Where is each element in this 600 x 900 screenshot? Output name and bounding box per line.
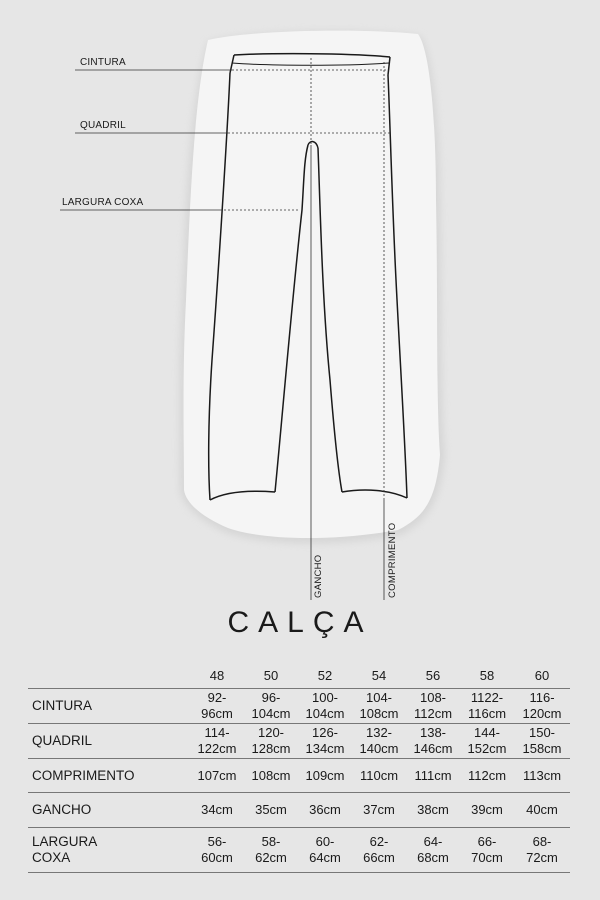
table-cell: 92- 96cm [201,690,233,721]
table-cell: 62- 66cm [363,834,395,865]
size-header: 60 [534,667,550,683]
table-cell: 34cm [201,802,233,817]
table-cell: 64- 68cm [417,834,449,865]
table-row: COMPRIMENTO 107cm 108cm 109cm 110cm 111c… [28,758,570,793]
table-cell: 100- 104cm [305,690,345,721]
table-cell: 40cm [526,802,558,817]
header-empty [28,662,190,689]
table-cell: 108- 112cm [413,690,453,721]
table-cell: 126- 134cm [305,725,345,756]
silhouette [183,30,440,539]
table-cell: 109cm [305,767,345,783]
table-cell: 38cm [417,802,449,817]
label-cintura: CINTURA [80,57,126,68]
table-cell: 68- 72cm [526,834,558,865]
label-comprimento: COMPRIMENTO [387,522,398,598]
table-cell: 107cm [197,767,237,783]
label-largura-coxa: LARGURA COXA [62,197,144,208]
table-cell: 138- 146cm [413,725,453,756]
size-header: 54 [371,667,387,683]
row-label: CINTURA [32,698,92,713]
label-gancho: GANCHO [313,554,324,599]
table-cell: 112cm [467,767,507,783]
table-cell: 120- 128cm [251,725,291,756]
table-row: QUADRIL 114- 122cm 120- 128cm 126- 134cm… [28,723,570,759]
table-cell: 1122- 116cm [467,690,507,721]
size-header: 56 [425,667,441,683]
table-cell: 132- 140cm [359,725,399,756]
table-cell: 36cm [309,802,341,817]
table-cell: 58- 62cm [255,834,287,865]
measurement-guides [60,58,392,600]
pants-illustration [60,30,445,600]
table-row: LARGURA COXA 56- 60cm 58- 62cm 60- 64cm … [28,827,570,873]
size-header: 48 [209,667,225,683]
table-cell: 104- 108cm [359,690,399,721]
table-row: CINTURA 92- 96cm 96- 104cm 100- 104cm 10… [28,688,570,724]
table-cell: 37cm [363,802,395,817]
size-header: 50 [263,667,279,683]
table-cell: 96- 104cm [251,690,291,721]
table-cell: 116- 120cm [522,690,562,721]
row-label: COMPRIMENTO [32,767,135,783]
table-cell: 66- 70cm [471,834,503,865]
page-title: CALÇA [227,606,373,639]
table-cell: 113cm [522,767,562,783]
table-cell: 56- 60cm [201,834,233,865]
label-quadril: QUADRIL [80,120,126,131]
table-cell: 150- 158cm [522,725,562,756]
size-header: 58 [479,667,495,683]
table-cell: 35cm [255,802,287,817]
table-cell: 110cm [359,767,399,783]
table-cell: 111cm [414,767,452,783]
table-cell: 108cm [251,767,291,783]
table-cell: 114- 122cm [197,725,237,756]
row-label: GANCHO [32,802,92,817]
table-cell: 144- 152cm [467,725,507,756]
size-header: 52 [317,667,333,683]
table-cell: 60- 64cm [309,834,341,865]
table-row: GANCHO 34cm 35cm 36cm 37cm 38cm 39cm 40c… [28,792,570,828]
size-table: 48 50 52 54 56 58 60 CINTURA 92- 96cm 96… [28,662,570,873]
row-label: LARGURA COXA [32,834,98,865]
size-header-row: 48 50 52 54 56 58 60 [28,662,570,689]
table-cell: 39cm [471,802,503,817]
row-label: QUADRIL [32,733,93,748]
pants-outline [207,52,408,501]
